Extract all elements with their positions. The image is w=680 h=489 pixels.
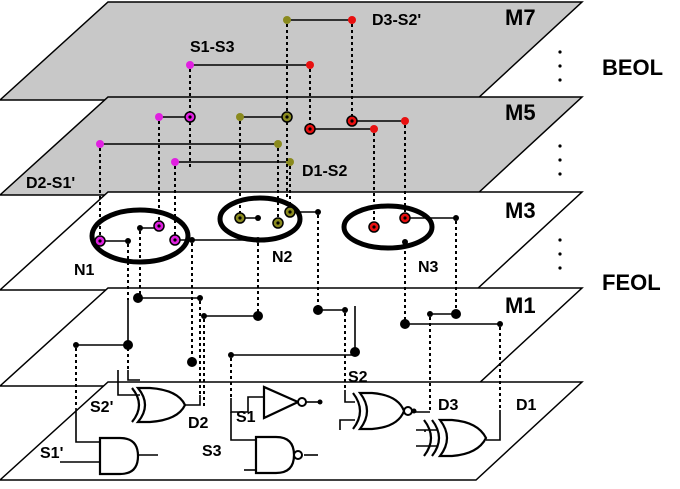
- m1-label: M1: [505, 293, 536, 318]
- via-red: [348, 16, 356, 24]
- net-label-d2-s1p: D2-S1': [26, 175, 75, 192]
- pin-label-s2p: S2': [90, 399, 113, 416]
- layer-ellipsis-dots: [558, 50, 562, 270]
- m7-vias: [186, 16, 356, 69]
- net-label-n3: N3: [418, 259, 439, 276]
- pin-label-d1: D1: [516, 397, 537, 414]
- m7-wires: [190, 19, 352, 66]
- via-olive: [236, 113, 244, 121]
- m1-plane: [0, 287, 584, 387]
- m1-black-vias: [73, 293, 503, 367]
- net-n3-ellipse: [341, 203, 435, 251]
- net-label-n2: N2: [272, 249, 293, 266]
- m7-label: M7: [505, 5, 536, 30]
- net-label-d1-s2: D1-S2: [302, 163, 347, 180]
- m3-vias: [94, 206, 411, 247]
- net-label-d3-s2p: D3-S2': [372, 12, 421, 29]
- pin-label-s3: S3: [202, 443, 222, 460]
- pin-label-s2: S2: [348, 369, 368, 386]
- pin-label-d2: D2: [188, 415, 209, 432]
- xnor-gate: [357, 391, 406, 431]
- via-red: [370, 125, 378, 133]
- or-gate: [135, 386, 187, 424]
- via-olive: [274, 140, 282, 148]
- net-label-s1-s3: S1-S3: [190, 39, 235, 56]
- beol-label: BEOL: [602, 55, 663, 80]
- m3-m1-via-stacks: [127, 215, 457, 362]
- m5-wires: [100, 116, 405, 163]
- via-magenta: [96, 140, 104, 148]
- via-magenta: [186, 61, 194, 69]
- m1-cell-via-stacks: [75, 301, 501, 412]
- via-magenta: [171, 158, 179, 166]
- m7-plane: [0, 1, 584, 101]
- m3-label: M3: [505, 198, 536, 223]
- via-red: [306, 61, 314, 69]
- xor-gate: [437, 418, 488, 458]
- via-red: [401, 117, 409, 125]
- inverter-gate: [262, 385, 301, 420]
- and-gate: [98, 436, 140, 476]
- pin-label-d3: D3: [438, 397, 459, 414]
- via-magenta: [155, 113, 163, 121]
- net-label-n1: N1: [74, 262, 95, 279]
- nand-gate: [254, 435, 296, 475]
- m5-m3-via-stacks: [99, 121, 406, 237]
- via-olive: [283, 16, 291, 24]
- m5-vias: [96, 111, 409, 166]
- m7-m5-via-stacks: [189, 24, 353, 128]
- m1-wires: [76, 297, 500, 356]
- feol-label: FEOL: [602, 270, 661, 295]
- m3-black-vias: [125, 209, 459, 245]
- m5-label: M5: [505, 100, 536, 125]
- pin-label-s1p: S1': [40, 445, 63, 462]
- pin-label-s1: S1: [236, 409, 256, 426]
